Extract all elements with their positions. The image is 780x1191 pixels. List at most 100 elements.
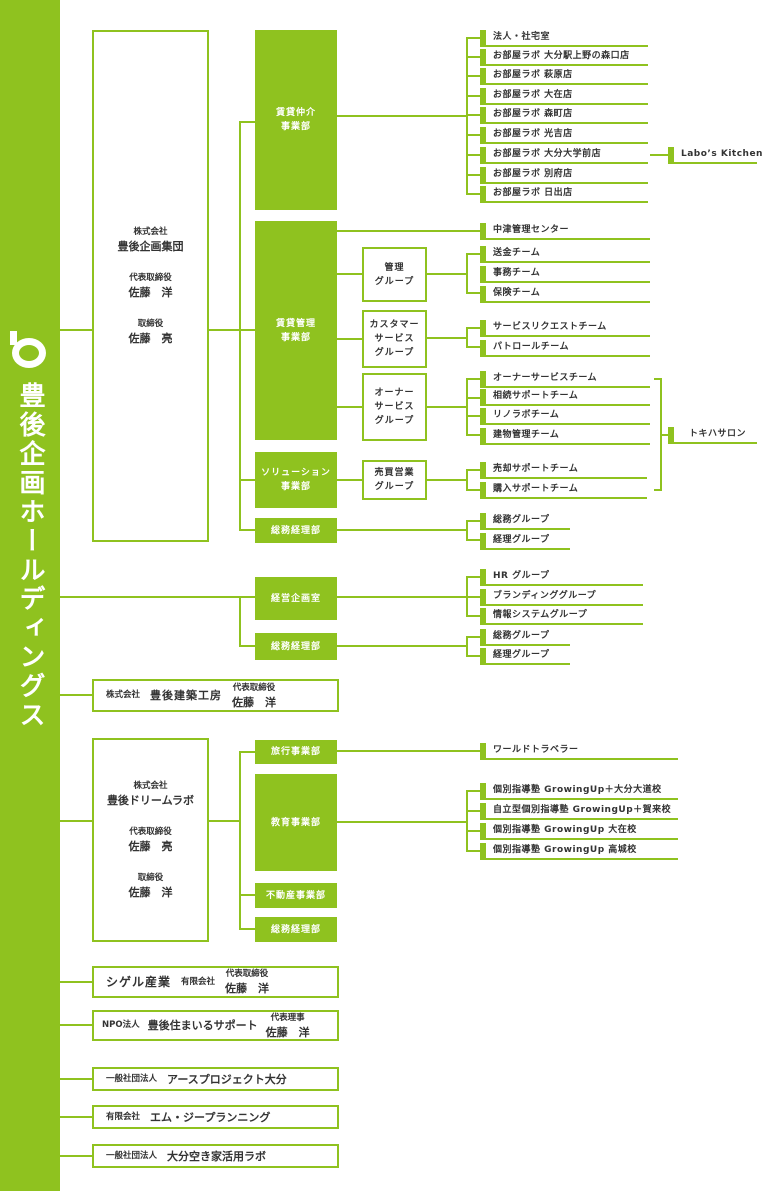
director-name: 佐藤 洋 xyxy=(128,886,173,899)
connector-line xyxy=(60,596,255,598)
marker xyxy=(480,513,486,529)
leaf-item: ワールドトラベラー xyxy=(480,742,678,760)
leaf-label: 保険チーム xyxy=(493,288,541,298)
connector-line xyxy=(337,230,480,232)
leaf-item: 経理グループ xyxy=(480,532,570,550)
leaf-label: お部屋ラボ 森町店 xyxy=(493,109,573,119)
connector-line xyxy=(239,928,255,930)
marker xyxy=(480,389,486,405)
connector-line xyxy=(60,1155,92,1157)
leaf-label: 送金チーム xyxy=(493,248,541,258)
leaf-label: 経理グループ xyxy=(493,535,550,545)
leaf-label: お部屋ラボ 大分駅上野の森口店 xyxy=(493,51,630,61)
leaf-label: ブランディンググループ xyxy=(493,591,597,601)
connector-line xyxy=(466,134,480,136)
company-type: 株式会社 xyxy=(133,227,168,237)
connector-line xyxy=(466,397,480,399)
connector-line xyxy=(239,894,255,896)
connector-line xyxy=(60,1024,92,1026)
company-type: 一般社団法人 xyxy=(106,1150,158,1161)
connector-line xyxy=(466,154,480,156)
connector-line xyxy=(239,529,255,531)
leaf-item: 総務グループ xyxy=(480,512,570,530)
marker xyxy=(480,783,486,799)
leaf-labos-kitchen: Labo’s Kitchen xyxy=(668,146,762,164)
company-type: 株式会社 xyxy=(106,690,141,700)
director-title: 取締役 xyxy=(137,319,164,329)
leaf-label: 情報システムグループ xyxy=(493,610,588,620)
connector-line xyxy=(337,406,362,408)
leaf-label: お部屋ラボ 光吉店 xyxy=(493,129,573,139)
dept-travel: 旅行事業部 xyxy=(255,740,337,764)
director-name: 佐藤 亮 xyxy=(128,332,173,345)
connector-line xyxy=(427,273,467,275)
rep-title: 代表取締役 xyxy=(225,969,269,979)
connector-line xyxy=(60,329,92,331)
leaf-item: HR グループ xyxy=(480,568,643,586)
leaf-label: お部屋ラボ 萩原店 xyxy=(493,70,573,80)
leaf-label: 相続サポートチーム xyxy=(493,391,579,401)
company-name: 豊後企画集団 xyxy=(117,240,184,253)
connector-line xyxy=(337,338,362,340)
marker xyxy=(480,68,486,84)
connector-line xyxy=(650,154,668,156)
marker xyxy=(480,589,486,605)
marker xyxy=(480,167,486,183)
company-type: 一般社団法人 xyxy=(106,1073,158,1084)
marker xyxy=(480,186,486,202)
connector-line xyxy=(466,489,480,491)
connector-line xyxy=(466,327,480,329)
connector-line xyxy=(466,95,480,97)
leaf-label: 購入サポートチーム xyxy=(493,484,579,494)
marker xyxy=(480,629,486,645)
leaf-item: 個別指導塾 GrowingUp 大在校 xyxy=(480,822,678,840)
marker xyxy=(480,608,486,624)
connector-line xyxy=(466,790,480,792)
leaf-label: 個別指導塾 GrowingUp＋大分大道校 xyxy=(493,785,662,795)
leaf-item: お部屋ラボ 日出店 xyxy=(480,185,648,203)
connector-line xyxy=(466,75,480,77)
connector-line xyxy=(337,115,467,117)
leaf-label: Labo’s Kitchen xyxy=(681,149,763,159)
leaf-item: 自立型個別指導塾 GrowingUp＋賀来校 xyxy=(480,802,678,820)
company-box-akiya-lab: 一般社団法人 大分空き家活用ラボ xyxy=(92,1144,339,1168)
dept-solution: ソリューション 事業部 xyxy=(255,452,337,508)
leaf-item: 経理グループ xyxy=(480,647,570,665)
marker xyxy=(668,427,674,443)
marker xyxy=(480,127,486,143)
company-type: NPO法人 xyxy=(102,1020,140,1030)
leaf-label: オーナーサービスチーム xyxy=(493,373,598,383)
leaf-label: ワールドトラベラー xyxy=(493,745,579,755)
marker xyxy=(480,371,486,387)
logo-icon xyxy=(10,331,46,368)
leaf-label: お部屋ラボ 日出店 xyxy=(493,188,573,198)
connector-line xyxy=(466,850,480,852)
dept-education: 教育事業部 xyxy=(255,774,337,871)
leaf-label: お部屋ラボ 大分大学前店 xyxy=(493,149,602,159)
marker xyxy=(480,462,486,478)
connector-line xyxy=(466,378,480,380)
connector-line xyxy=(337,596,467,598)
rep-name: 佐藤 洋 xyxy=(225,982,270,995)
company-name: エム・ジープランニング xyxy=(150,1110,271,1124)
leaf-item: 法人・社宅室 xyxy=(480,29,648,47)
leaf-label: トキハサロン xyxy=(689,429,747,439)
director-title: 取締役 xyxy=(137,873,164,883)
connector-line xyxy=(239,121,255,123)
rep-name: 佐藤 洋 xyxy=(265,1025,310,1039)
rep-title: 代表取締役 xyxy=(232,682,276,693)
leaf-label: リノラボチーム xyxy=(493,410,560,420)
connector-line xyxy=(466,346,480,348)
marker xyxy=(480,823,486,839)
company-name: 豊後建築工房 xyxy=(150,689,223,702)
marker xyxy=(480,246,486,262)
marker xyxy=(480,286,486,302)
connector-line xyxy=(660,434,670,436)
leaf-label: 個別指導塾 GrowingUp 大在校 xyxy=(493,825,637,835)
company-name: 大分空き家活用ラボ xyxy=(167,1149,267,1163)
dept-chintai-kanri: 賃貸管理 事業部 xyxy=(255,221,337,440)
leaf-label: 経理グループ xyxy=(493,650,550,660)
connector-line xyxy=(337,273,362,275)
leaf-item: お部屋ラボ 大分大学前店 xyxy=(480,146,648,164)
company-box-npo: NPO法人 豊後住まいるサポート 代表理事佐藤 洋 xyxy=(92,1010,339,1041)
